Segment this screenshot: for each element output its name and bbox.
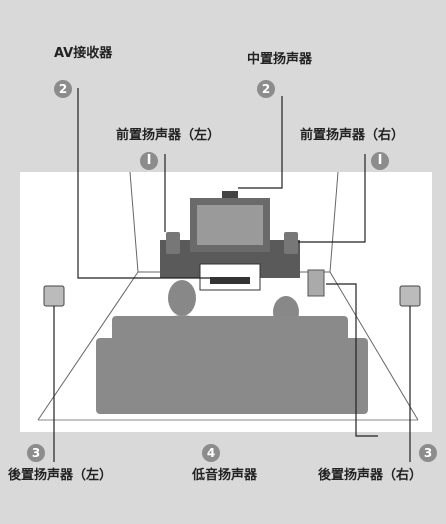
rear-left-speaker-icon [43,285,65,307]
leader-lines [53,88,411,462]
front-left-speaker-icon [166,232,180,254]
sofa-back [112,316,348,344]
av-receiver-label: AV接收器 [54,46,113,61]
rear-right-label: 後置扬声器（右） [318,468,423,483]
subwoofer-label: 低音扬声器 [192,468,258,483]
front-left-label: 前置扬声器（左） [116,128,221,143]
av-receiver-device [210,277,250,284]
subwoofer-step-badge: 4 [202,444,220,462]
leader-center-speaker [238,96,283,189]
right-floor-edge [329,271,419,421]
center-speaker-label: 中置扬声器 [247,52,313,67]
center-speaker-icon [222,191,238,198]
leader-subwoofer [326,283,378,437]
rear-left-label: 後置扬声器（左） [8,468,113,483]
front-left-step-badge: I [140,152,158,170]
av-receiver-step-badge: 2 [54,80,72,98]
front-right-speaker-icon [284,232,298,254]
front-right-step-badge: I [371,152,389,170]
rear-left-step-badge: 3 [27,444,45,462]
center-speaker-step-badge: 2 [257,80,275,98]
left-floor-edge [37,271,139,421]
front-right-label: 前置扬声器（右） [300,128,405,143]
sofa [96,316,368,414]
rear-right-speaker-icon [399,285,421,307]
subwoofer-icon [307,269,325,297]
leader-front-right [298,154,366,243]
sofa-base [96,338,368,414]
leader-av-receiver [77,88,210,279]
rear-right-step-badge: 3 [419,444,437,462]
tv-screen [197,205,263,245]
person-head-left [168,280,196,316]
